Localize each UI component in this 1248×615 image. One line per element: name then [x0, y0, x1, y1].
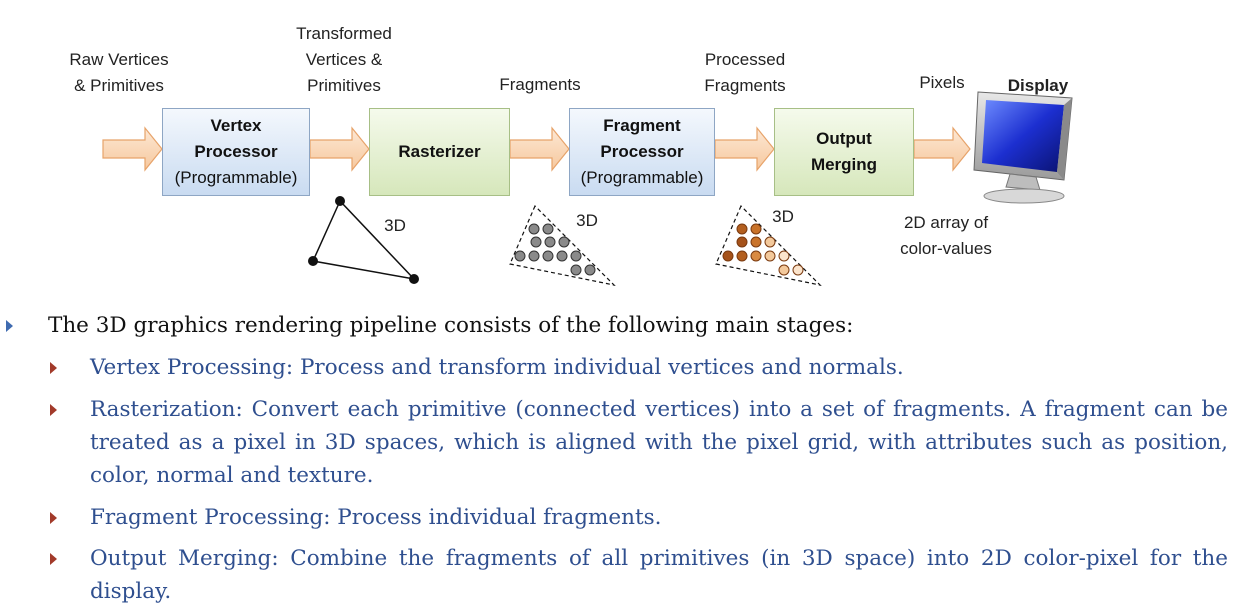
label-processed-fragments: Processed Fragments: [704, 50, 786, 95]
label-fragments: Fragments: [499, 75, 581, 94]
flow-arrow-4: [714, 126, 775, 172]
label-raw-vertices: Raw Vertices & Primitives: [69, 50, 169, 95]
intro-text: The 3D graphics rendering pipeline consi…: [48, 313, 854, 338]
label-display: Display: [1007, 76, 1069, 95]
item-output-merging: Output Merging: Combine the fragments of…: [90, 546, 1228, 604]
pipeline-diagram: Raw Vertices & Primitives Transformed Ve…: [0, 0, 1248, 300]
flow-arrow-1: [102, 126, 163, 172]
item-rasterization: Rasterization: Convert each primitive (c…: [90, 397, 1228, 488]
bullet-marker: [6, 320, 13, 332]
sub-bullet-marker: [50, 512, 57, 524]
annotation-2d-array: 2D array of color-values: [900, 213, 992, 258]
output-merging-box: Output Merging: [774, 108, 914, 196]
item-vertex-processing: Vertex Processing: Process and transform…: [90, 355, 904, 380]
pipeline-graphics: [102, 91, 1073, 286]
rasterizer-box: Rasterizer: [369, 108, 510, 196]
sub-bullet-marker: [50, 362, 57, 374]
fragments-gray-icon: [509, 204, 616, 286]
label-transformed-vertices: Transformed Vertices & Primitives: [296, 24, 392, 95]
flow-arrow-5: [913, 126, 971, 172]
sub-bullet-marker: [50, 553, 57, 565]
annotation-3d-processed: 3D: [772, 207, 794, 226]
annotation-3d-fragments: 3D: [576, 211, 598, 230]
monitor-icon: [973, 91, 1073, 204]
fragment-processor-box: Fragment Processor (Programmable): [569, 108, 715, 196]
fragments-colored-icon: [715, 204, 822, 286]
vertex-processor-box: Vertex Processor (Programmable): [162, 108, 310, 196]
sub-bullet-marker: [50, 404, 57, 416]
item-fragment-processing: Fragment Processing: Process individual …: [90, 505, 662, 530]
label-pixels: Pixels: [919, 73, 965, 92]
triangle-vertices-icon: [308, 196, 419, 284]
flow-arrow-3: [509, 126, 570, 172]
flow-arrow-2: [309, 126, 370, 172]
annotation-3d-vertices: 3D: [384, 216, 406, 235]
